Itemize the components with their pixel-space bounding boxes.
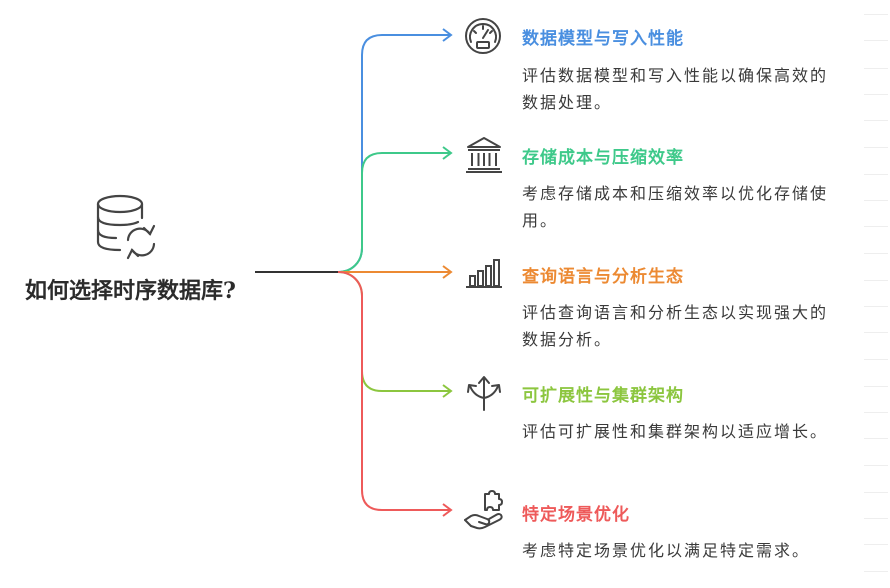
branch-title-1: 数据模型与写入性能 (522, 29, 684, 49)
edge-divider (864, 14, 888, 15)
branch-title-5: 特定场景优化 (522, 505, 630, 525)
edge-divider (864, 359, 888, 360)
branch-title-3: 查询语言与分析生态 (522, 267, 684, 287)
branch-connector-4 (337, 271, 451, 392)
bank-building-icon (466, 137, 502, 173)
branch-arrow-3 (442, 265, 453, 279)
branch-connector-2 (337, 152, 451, 273)
bar-chart-icon (466, 259, 502, 288)
split-arrows-icon (467, 376, 501, 411)
edge-divider (864, 332, 888, 333)
branch-desc-5: 考虑特定场景优化以满足特定需求。 (522, 541, 811, 560)
edge-divider (864, 226, 888, 227)
branch-arrow-1 (442, 28, 453, 42)
edge-divider (864, 68, 888, 69)
hand-puzzle-icon (464, 490, 503, 530)
edge-divider (864, 174, 888, 175)
edge-divider (864, 492, 888, 493)
root-title: 如何选择时序数据库? (25, 278, 236, 304)
branch-desc-1: 评估数据模型和写入性能以确保高效的数据处理。 (522, 66, 829, 112)
edge-divider (864, 253, 888, 254)
branch-arrow-2 (442, 146, 453, 160)
branch-desc-4: 评估可扩展性和集群架构以适应增长。 (522, 422, 829, 441)
edge-divider (864, 120, 888, 121)
edge-divider (864, 40, 888, 41)
edge-divider (864, 438, 888, 439)
edge-divider (864, 147, 888, 148)
branch-connector-5 (337, 271, 451, 511)
branch-title-4: 可扩展性与集群架构 (522, 386, 684, 406)
edge-divider (864, 571, 888, 572)
database-sync-icon (96, 194, 156, 260)
branch-arrow-4 (442, 384, 453, 398)
edge-divider (864, 518, 888, 519)
edge-divider (864, 412, 888, 413)
speedometer-icon (465, 18, 501, 54)
edge-divider (864, 280, 888, 281)
branch-desc-2: 考虑存储成本和压缩效率以优化存储使用。 (522, 184, 829, 230)
branch-desc-3: 评估查询语言和分析生态以实现强大的数据分析。 (522, 303, 829, 349)
edge-divider (864, 465, 888, 466)
edge-divider (864, 94, 888, 95)
branch-arrow-5 (442, 503, 453, 517)
edge-divider (864, 544, 888, 545)
edge-divider (864, 306, 888, 307)
edge-divider (864, 386, 888, 387)
edge-divider (864, 200, 888, 201)
branch-title-2: 存储成本与压缩效率 (522, 148, 684, 168)
